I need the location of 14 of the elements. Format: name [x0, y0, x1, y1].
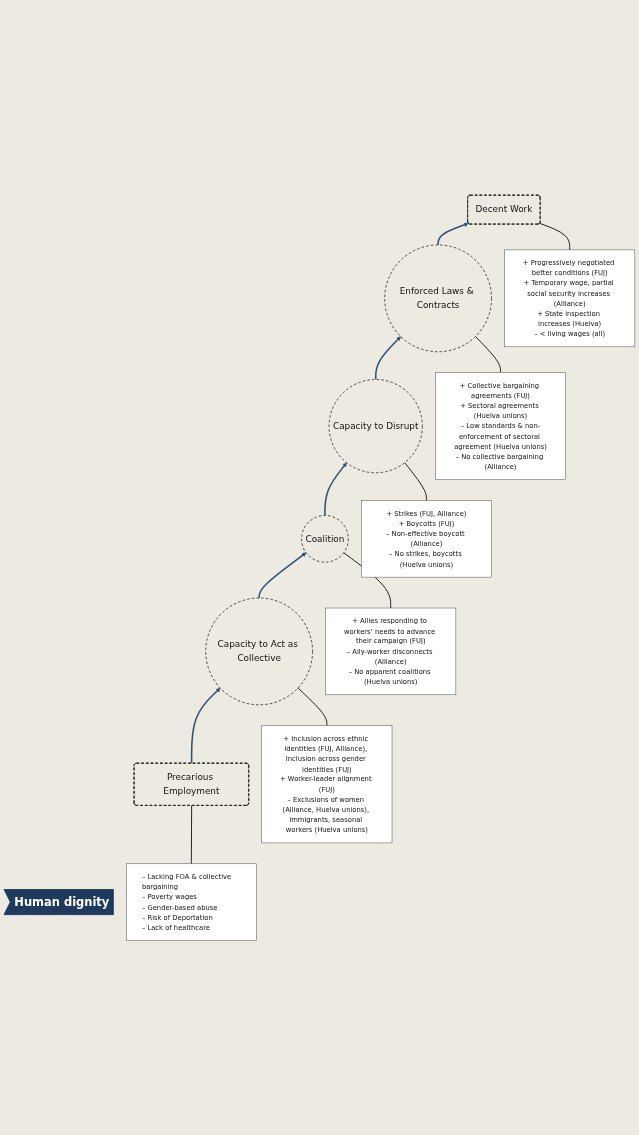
connector — [297, 687, 328, 726]
connector — [190, 804, 193, 864]
arrow — [324, 462, 347, 516]
node-circle: Enforced Laws & Contracts — [384, 244, 492, 352]
node-circle: Capacity to Act as Collective — [205, 597, 313, 705]
connector — [404, 461, 427, 501]
node-circle: Capacity to Disrupt — [328, 378, 423, 473]
connector — [539, 222, 571, 251]
node-circle: Coalition — [301, 514, 349, 563]
arrow — [437, 222, 469, 246]
connector — [474, 335, 501, 373]
arrow — [374, 336, 401, 380]
arrow — [190, 687, 221, 764]
arrow — [258, 552, 307, 599]
